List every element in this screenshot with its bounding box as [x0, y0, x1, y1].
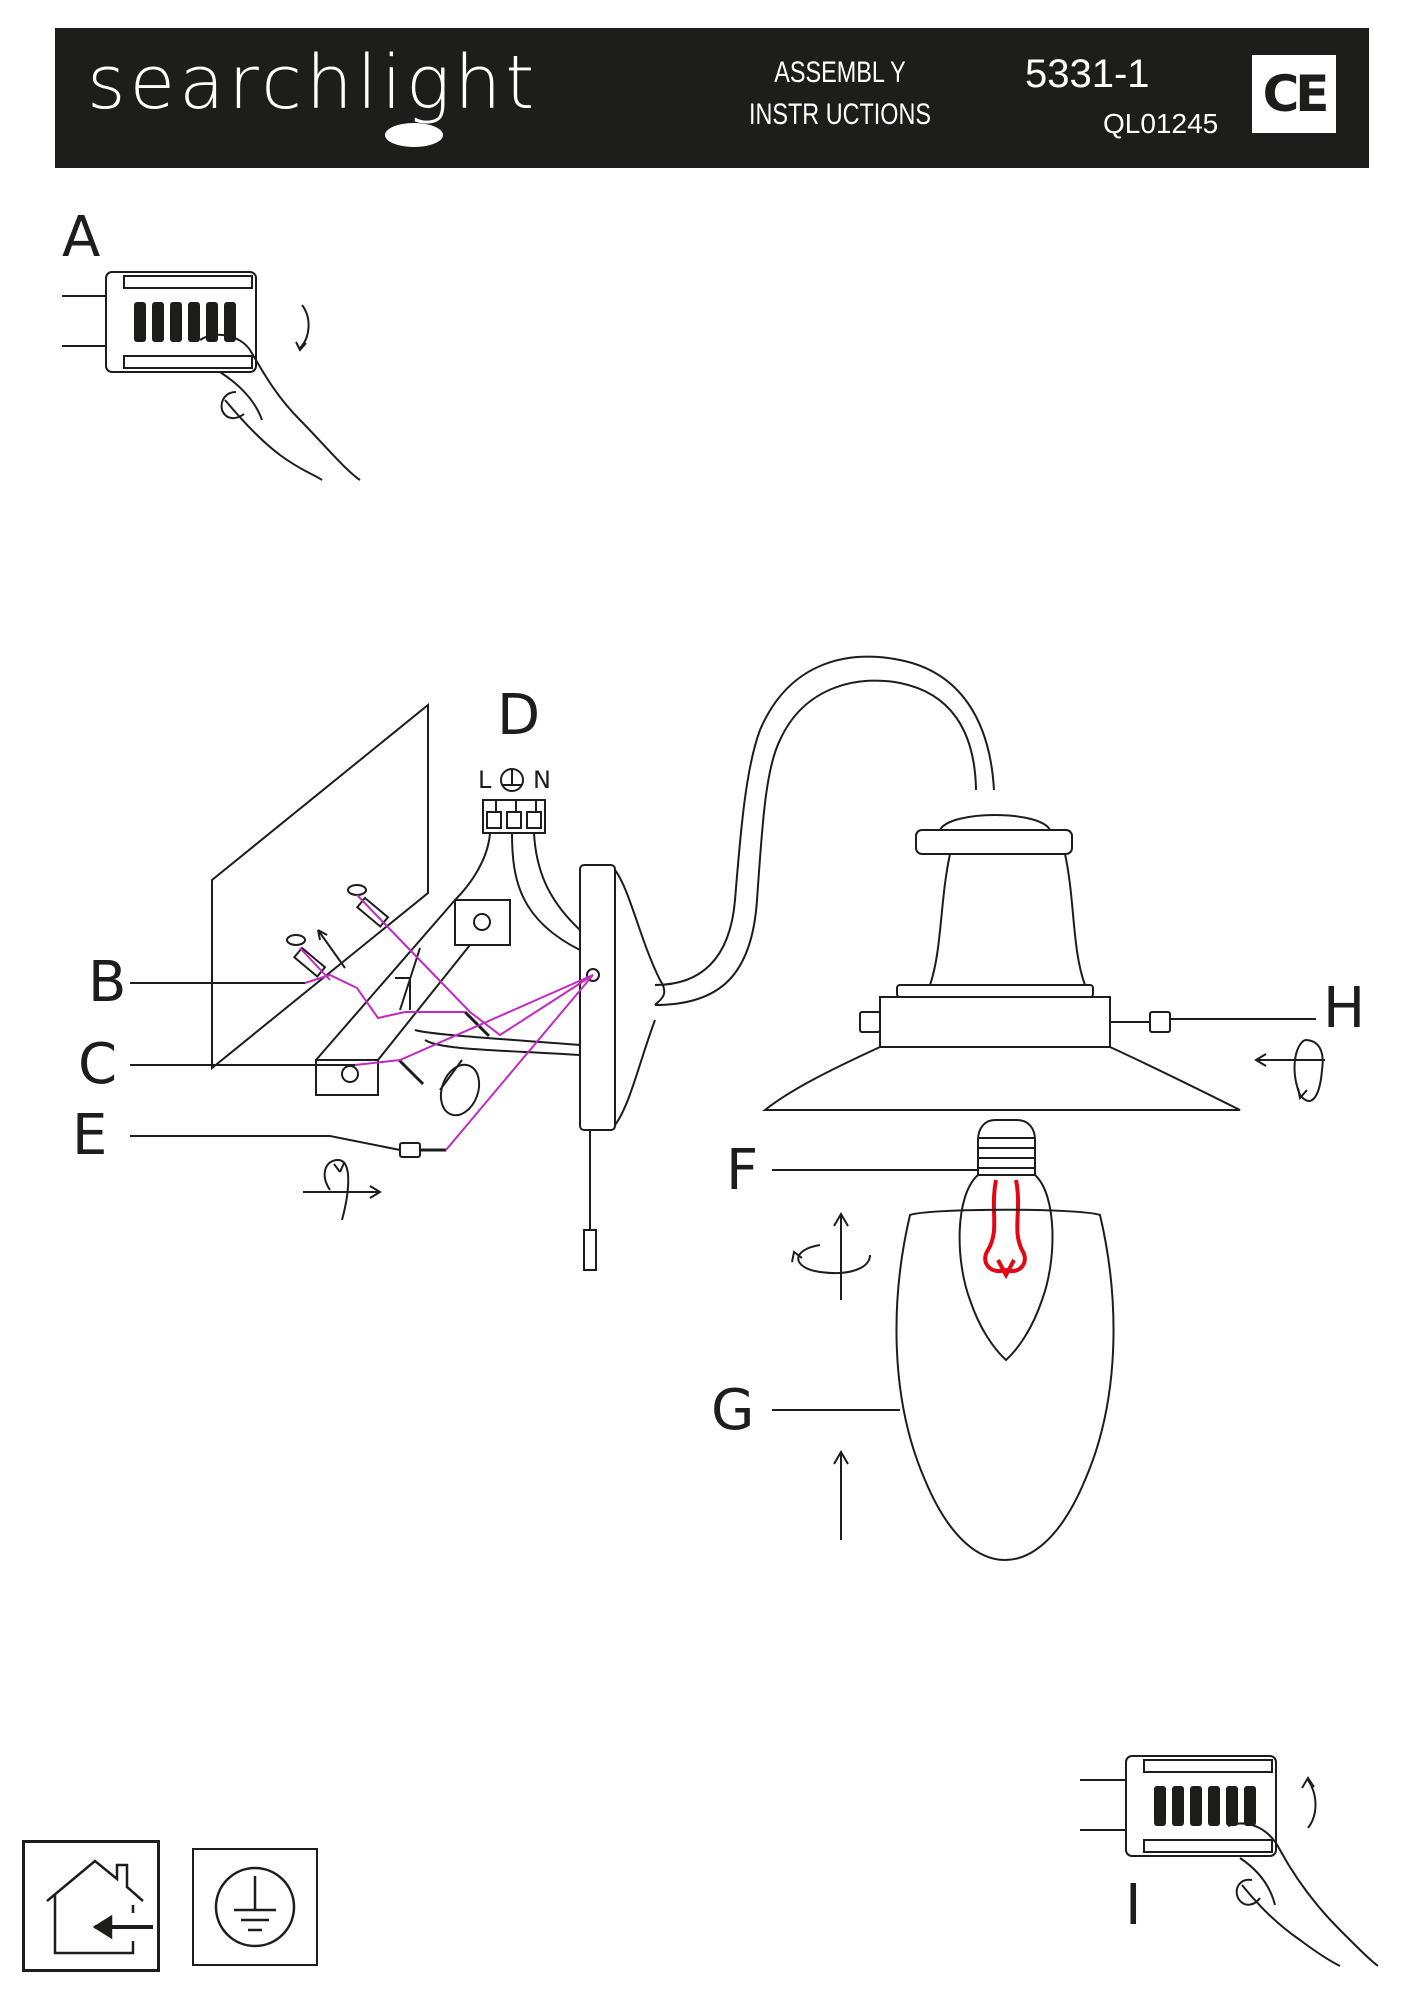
title-line-2: INSTR UCTIONS	[748, 98, 932, 131]
model-number: 5331-1	[1025, 52, 1150, 96]
label-neutral: N	[533, 766, 551, 794]
glass-shade	[895, 1208, 1115, 1562]
title-line-1: ASSEMBL Y	[774, 56, 906, 89]
header-bar: searchlight ASSEMBL Y INSTR UCTIONS 5331…	[55, 28, 1369, 168]
step-label-e: E	[72, 1103, 108, 1168]
bulb-filament	[983, 1179, 1027, 1280]
step-label-b: B	[88, 950, 127, 1015]
rotate-arrow-icon	[791, 1212, 871, 1300]
lamp-backplate	[579, 864, 666, 1271]
document-title: ASSEMBL Y INSTR UCTIONS	[727, 52, 953, 136]
wall-surface	[211, 702, 429, 1071]
earth-symbol-icon	[214, 1866, 296, 1948]
ce-mark-text: CE	[1262, 65, 1330, 123]
gooseneck-arm	[654, 655, 995, 1006]
lamp-shade	[762, 814, 1241, 1111]
brand-logo: searchlight	[87, 40, 539, 126]
indoor-use-icon	[22, 1840, 160, 1972]
ce-mark-icon: CE	[1252, 55, 1336, 133]
label-live: L	[478, 766, 492, 794]
step-label-c: C	[78, 1032, 118, 1097]
light-bulb	[958, 1119, 1054, 1362]
class-one-earth-box	[192, 1848, 318, 1966]
step-label-h: H	[1323, 976, 1366, 1041]
wall-plugs	[286, 884, 491, 1086]
fixing-screw	[399, 1142, 446, 1158]
step-label-i: I	[1125, 1873, 1142, 1938]
label-leader-lines	[130, 982, 1316, 1411]
push-up-arrow-icon	[833, 1450, 849, 1540]
step-label-g: G	[711, 1378, 755, 1443]
terminal-block: L N	[454, 766, 581, 951]
step-label-f: F	[726, 1138, 759, 1203]
house-arrow-icon	[46, 1859, 153, 1955]
step-label-d: D	[497, 683, 541, 748]
rotate-arrow-icon	[1254, 1039, 1325, 1102]
assembly-guide-lines	[299, 894, 594, 1151]
brand-logo-dot	[385, 123, 443, 147]
product-code: QL01245	[1103, 108, 1219, 139]
mounting-bracket	[315, 899, 581, 1096]
fuse-box-on-illustration	[1080, 1755, 1379, 1967]
rotate-arrow-icon	[303, 1059, 481, 1221]
fuse-box-off-illustration	[62, 271, 361, 481]
step-label-a: A	[62, 205, 101, 270]
